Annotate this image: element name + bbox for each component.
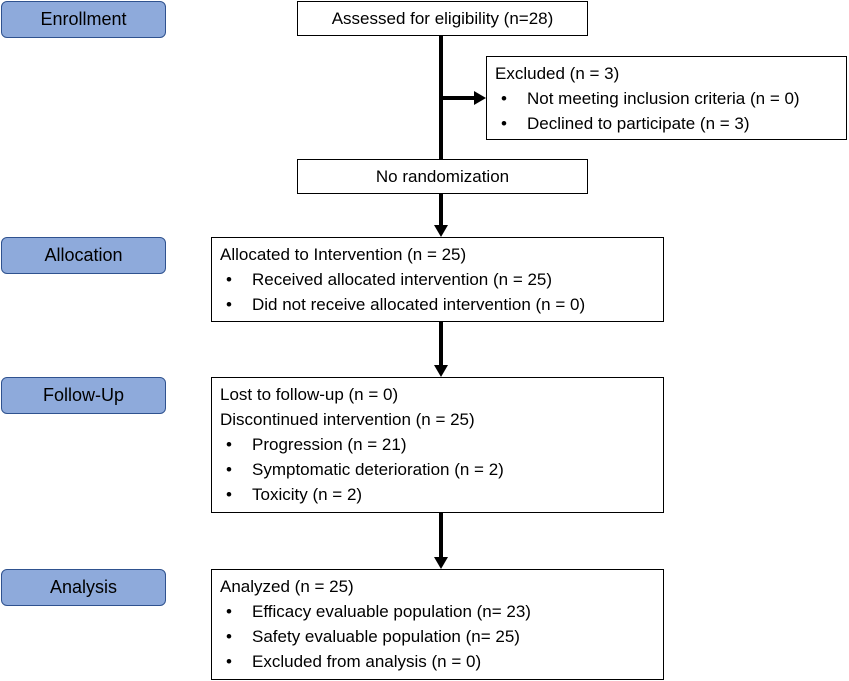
lost-to-follow-up-text: Lost to follow-up (n = 0): [220, 385, 399, 404]
connector-follow-up-to-analysis: [439, 513, 443, 557]
follow-up-box: Lost to follow-up (n = 0) Discontinued i…: [211, 377, 664, 513]
discontinued-text: Discontinued intervention (n = 25): [220, 410, 475, 429]
excluded-box: Excluded (n = 3) Not meeting inclusion c…: [486, 56, 847, 140]
allocated-box: Allocated to Intervention (n = 25) Recei…: [211, 237, 664, 322]
discontinued-reason: Toxicity (n = 2): [220, 482, 655, 507]
analysis-item: Efficacy evaluable population (n= 23): [220, 599, 655, 624]
stage-label-follow-up: Follow-Up: [1, 377, 166, 414]
no-randomization-text: No randomization: [375, 167, 510, 186]
arrow-to-analysis: [434, 557, 448, 569]
analyzed-title: Analyzed (n = 25): [220, 577, 354, 596]
connector-randomization-to-allocation: [439, 194, 443, 225]
analysis-box: Analyzed (n = 25) Efficacy evaluable pop…: [211, 569, 664, 680]
arrow-to-follow-up: [434, 365, 448, 377]
stage-label-analysis: Analysis: [1, 569, 166, 606]
excluded-item: Not meeting inclusion criteria (n = 0): [495, 86, 838, 111]
connector-allocation-to-follow-up: [439, 322, 443, 365]
no-randomization-box: No randomization: [297, 159, 588, 194]
analysis-item: Excluded from analysis (n = 0): [220, 649, 655, 674]
assessed-text: Assessed for eligibility (n=28): [331, 9, 554, 28]
excluded-item: Declined to participate (n = 3): [495, 111, 838, 136]
allocated-item: Received allocated intervention (n = 25): [220, 267, 655, 292]
analysis-item: Safety evaluable population (n= 25): [220, 624, 655, 649]
arrow-to-excluded: [474, 91, 486, 105]
excluded-title: Excluded (n = 3): [495, 64, 620, 83]
discontinued-reason: Symptomatic deterioration (n = 2): [220, 457, 655, 482]
discontinued-reason: Progression (n = 21): [220, 432, 655, 457]
stage-label-allocation: Allocation: [1, 237, 166, 274]
stage-label-enrollment: Enrollment: [1, 1, 166, 38]
allocated-title: Allocated to Intervention (n = 25): [220, 245, 467, 264]
allocated-item: Did not receive allocated intervention (…: [220, 292, 655, 317]
assessed-box: Assessed for eligibility (n=28): [297, 1, 588, 36]
arrow-to-allocation: [434, 225, 448, 237]
connector-to-excluded: [441, 96, 474, 100]
